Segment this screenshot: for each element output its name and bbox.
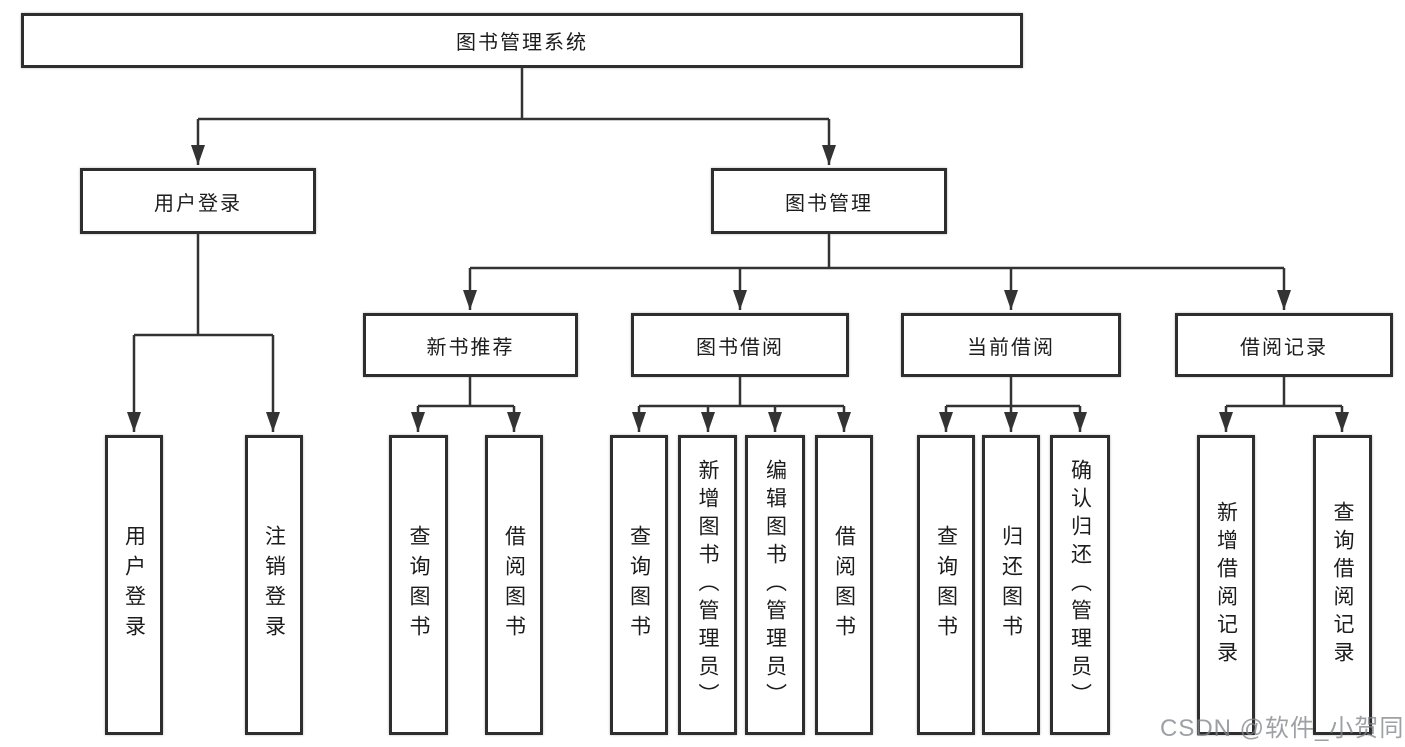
leaf-cb-query-book: 查询图书: [917, 435, 975, 735]
leaf-bb-query-book: 查询图书: [610, 435, 668, 735]
leaf-nb-borrow-book-label: 借阅图书: [502, 525, 526, 645]
leaf-cb-query-book-label: 查询图书: [934, 525, 958, 645]
node-current-borrow-label: 当前借阅: [967, 336, 1055, 359]
connector-book-management-branch: [470, 234, 1284, 270]
node-borrow-record: 借阅记录: [1175, 313, 1393, 377]
leaf-user-login: 用户登录: [105, 435, 163, 735]
connector-borrow-record-branch: [1226, 377, 1342, 408]
connector-book-borrow-branch: [639, 377, 844, 408]
node-current-borrow: 当前借阅: [901, 313, 1121, 377]
leaf-cb-return-book: 归还图书: [982, 435, 1040, 735]
node-new-book-recommend-label: 新书推荐: [426, 336, 515, 359]
leaf-bb-edit-book-label: 编辑图书（管理员）: [763, 459, 787, 711]
leaf-br-add-record: 新增借阅记录: [1197, 435, 1255, 735]
leaf-nb-borrow-book: 借阅图书: [485, 435, 543, 735]
node-book-management: 图书管理: [711, 168, 947, 234]
leaf-logout: 注销登录: [245, 435, 303, 735]
leaf-br-query-record: 查询借阅记录: [1313, 435, 1372, 735]
leaf-bb-query-book-label: 查询图书: [627, 525, 651, 645]
leaf-br-query-record-label: 查询借阅记录: [1331, 501, 1354, 669]
node-user-login-label: 用户登录: [154, 192, 242, 215]
node-new-book-recommend: 新书推荐: [363, 313, 578, 377]
csdn-watermark: CSDN @软件_小贺同学: [1160, 715, 1405, 742]
node-root-label: 图书管理系统: [456, 32, 588, 54]
connector-user-login-branch: [134, 234, 273, 337]
leaf-cb-return-book-label: 归还图书: [999, 525, 1023, 645]
connector-new-book-branch: [418, 377, 514, 408]
leaf-nb-query-book-label: 查询图书: [407, 525, 430, 645]
node-root: 图书管理系统: [21, 13, 1023, 68]
leaf-br-add-record-label: 新增借阅记录: [1214, 501, 1238, 669]
node-book-management-label: 图书管理: [785, 192, 873, 215]
node-book-borrow-label: 图书借阅: [696, 336, 784, 359]
leaf-logout-label: 注销登录: [262, 525, 286, 645]
leaf-bb-borrow-book: 借阅图书: [815, 435, 873, 735]
leaf-bb-borrow-book-label: 借阅图书: [832, 525, 856, 645]
leaf-user-login-label: 用户登录: [122, 525, 146, 645]
leaf-bb-add-book-label: 新增图书（管理员）: [696, 459, 719, 711]
connector-root-branch: [198, 68, 829, 121]
leaf-nb-query-book: 查询图书: [389, 435, 448, 735]
node-book-borrow: 图书借阅: [631, 313, 849, 377]
leaf-cb-confirm-return: 确认归还（管理员）: [1050, 435, 1110, 735]
connector-current-borrow-branch: [946, 377, 1080, 408]
leaf-bb-add-book: 新增图书（管理员）: [678, 435, 737, 735]
node-borrow-record-label: 借阅记录: [1240, 336, 1328, 359]
leaf-cb-confirm-return-label: 确认归还（管理员）: [1068, 459, 1092, 711]
node-user-login: 用户登录: [80, 168, 316, 234]
leaf-bb-edit-book: 编辑图书（管理员）: [745, 435, 805, 735]
